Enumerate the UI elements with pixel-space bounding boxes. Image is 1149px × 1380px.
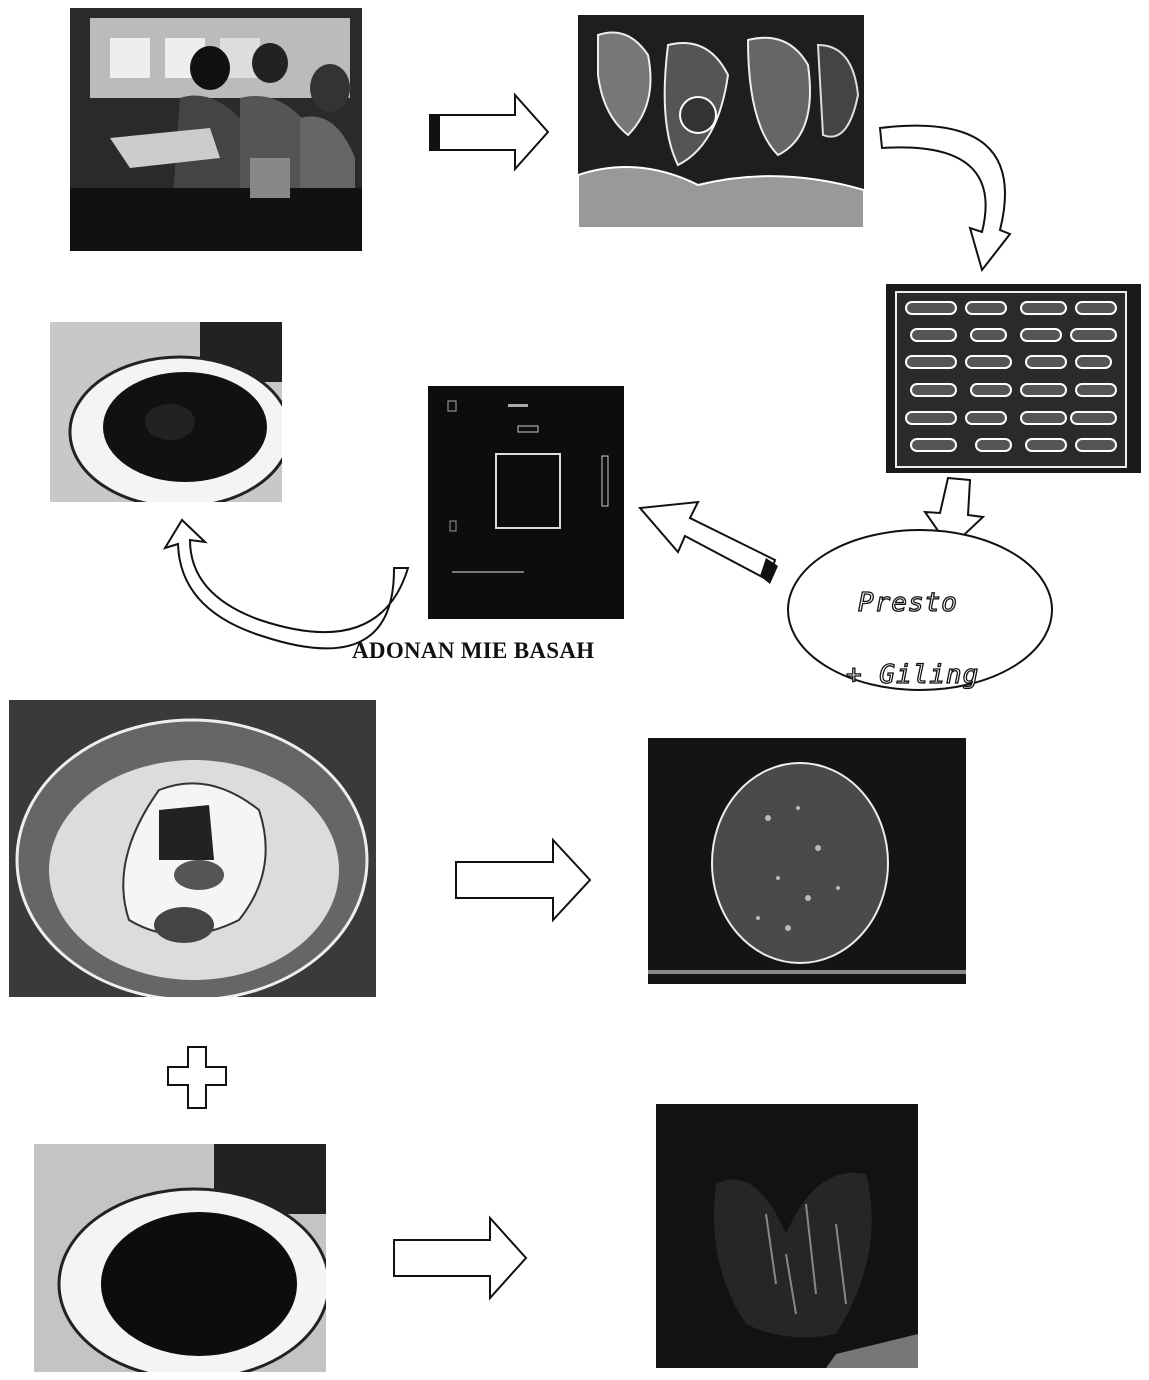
- tray-photo-icon: [886, 284, 1141, 473]
- oven-photo-icon: [428, 386, 624, 619]
- dough-photo-icon: [9, 700, 376, 997]
- oven-caption: ADONAN MIE BASAH: [352, 638, 712, 664]
- photo-dark-mixture-bowl-2: [34, 1144, 326, 1372]
- photo-oven: [428, 386, 624, 619]
- process-label-giling: + Giling: [846, 660, 979, 690]
- process-label-presto: Presto: [858, 588, 958, 618]
- photo-raw-meat: [578, 15, 864, 228]
- arrow-right-3-icon: [394, 1218, 526, 1298]
- photo-round-patty: [648, 738, 966, 984]
- photo-dark-mixture-bowl: [50, 322, 282, 502]
- plus-icon: [168, 1047, 226, 1108]
- bowl-photo-icon: [50, 322, 282, 502]
- curved-arrow-up-icon: [165, 520, 408, 648]
- photo-meat-on-tray: [886, 284, 1141, 473]
- photo-people-preparing: [70, 8, 362, 251]
- patty-photo-icon: [648, 738, 966, 984]
- arrow-right-1-icon: [430, 95, 548, 169]
- meat-photo-icon: [578, 15, 864, 228]
- arrow-left-diagonal-icon: [640, 502, 778, 584]
- photo-final-product: [656, 1104, 918, 1368]
- people-photo-icon: [70, 8, 362, 251]
- curved-arrow-down-icon: [880, 126, 1010, 270]
- bowl-photo-icon: [34, 1144, 326, 1372]
- arrow-right-2-icon: [456, 840, 590, 920]
- photo-dough-bowl: [9, 700, 376, 997]
- arrow-down-icon: [925, 478, 983, 548]
- product-photo-icon: [656, 1104, 918, 1368]
